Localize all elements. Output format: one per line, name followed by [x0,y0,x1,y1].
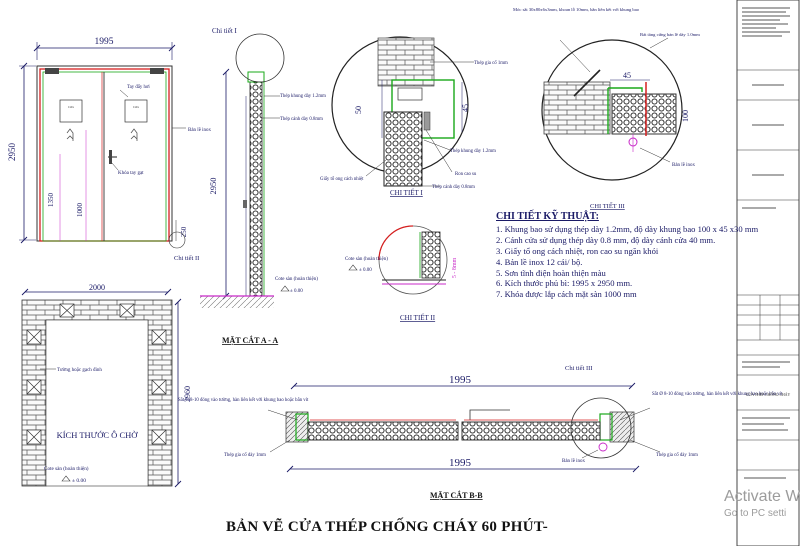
label-canh-cua-aa: Thép cánh dày 0.8mm [280,117,323,122]
label-tay-day-hoi: Tay đẩy hơi [127,84,150,90]
section-aa-height-dim: 2950 [208,178,218,195]
spec-line-5: 5. Sơn tĩnh điện hoàn thiện màu [496,267,606,278]
technical-specs: CHI TIẾT KỸ THUẬT: 1. Khung bao sử dụng … [496,211,759,300]
section-a-a: 2950 Chi tiết I Thép khung dày 1.2mm Thé… [200,27,326,345]
spec-line-6: 6. Kích thước phủ bì: 1995 x 2950 mm. [496,278,633,289]
detail-iii: 45 100 Móc sắt 30x80x6x3mm, khoan lỗ 10m… [513,7,700,210]
note-left-bb: Sắt Ø 8-10 đóng vào tường, hàn liên kết … [178,397,309,403]
detail-ii-dim: 5 - 8mm [452,258,458,279]
spec-line-7: 7. Khóa được lắp cách mặt sàn 1000 mm [496,289,637,300]
level-detail-ii: ± 0.00 [359,268,372,273]
detail-iii-dim-45: 45 [623,71,631,80]
detail-i-dim-50: 50 [354,106,363,114]
opening-width-dim: 2000 [89,283,105,292]
opening-plan: 2000 2960 Tường hoặc gạch đinh KÍCH THƯỚ… [21,283,192,488]
label-khung-bao-aa: Thép khung dày 1.2mm [280,94,326,99]
detail-i-dim-45: 45 [461,104,470,112]
svg-text:Cửa: Cửa [133,105,139,109]
spec-line-4: 4. Bản lề inox 12 cái/ bộ. [496,256,583,267]
label-ron-detail-i: Ron cao su [455,172,477,177]
elevation-1000-dim: 1000 [76,203,84,218]
detail-iii-title: CHI TIẾT III [590,202,625,210]
door-elevation: 1995 2950 Cửa Cửa 1350 1000 250 [7,37,212,262]
svg-text:Sắt Ø 8-10 đóng vào tường, hàn: Sắt Ø 8-10 đóng vào tường, hàn liên kết … [178,397,309,403]
note-moc-sat: Móc sắt 30x80x6x3mm, khoan lỗ 10mm, bắn … [513,7,640,13]
label-gia-co-left-bb: Thép gia cố dày 1mm [224,453,266,458]
section-b-b: 1995 1995 Chi tiết III Sắt Ø 8-10 đóng v… [178,365,783,500]
specs-title: CHI TIẾT KỸ THUẬT: [496,211,599,222]
note-right-bb: Sắt Ø 8-10 đóng vào tường, hàn liên kết … [652,391,783,397]
title-block [736,0,800,546]
label-giay-to-ong-detail-i: Giấy tổ ong cách nhiệt [320,176,364,182]
detail-i-title: CHI TIẾT I [390,189,423,197]
title-block-project: CỬA THÉP CHỐNG CHÁY [746,392,791,397]
section-bb-dim-bottom: 1995 [449,457,472,469]
elevation-height-dim: 2950 [7,143,17,162]
label-ban-le-inox-elevation: Bản lề inox [188,128,212,133]
svg-text:Sắt Ø 8-10 đóng vào tường, hàn: Sắt Ø 8-10 đóng vào tường, hàn liên kết … [652,391,783,397]
section-aa-title: MẶT CẮT A - A [222,335,278,345]
svg-text:Cửa: Cửa [68,105,74,109]
section-bb-title: MẶT CẮT B-B [430,490,483,500]
watermark-line-1: Activate W [724,488,800,505]
note-bat-tang-cung: Bát tăng cứng bản lề dày 1.0mm [640,32,700,37]
activation-watermark: Activate W Go to PC setti [724,488,800,519]
label-cote-san-opening: Cote sàn (hoàn thiện) [44,465,89,472]
detail-ii: 5 - 8mm Cote sàn (hoàn thiện) ± 0.00 CHI… [345,225,458,322]
elevation-1350-dim: 1350 [47,193,55,208]
opening-height-dim: 2960 [183,386,192,402]
label-chi-tiet-i-aa: Chi tiết I [212,27,238,35]
section-bb-dim-top: 1995 [449,374,472,386]
label-chi-tiet-iii-bb: Chi tiết III [565,365,592,372]
elevation-250-dim: 250 [180,226,188,237]
watermark-line-2: Go to PC setti [724,508,787,519]
drawing-title: BẢN VẼ CỬA THÉP CHỐNG CHÁY 60 PHÚT- [226,519,549,535]
elevation-width-dim: 1995 [95,37,114,47]
detail-ii-title: CHI TIẾT II [400,314,436,322]
label-canh-detail-i: Thép cánh dày 0.8mm [432,185,475,190]
label-chi-tiet-ii-elevation: Chi tiết II [174,255,199,262]
spec-line-1: 1. Khung bao sử dụng thép dày 1.2mm, độ … [496,223,759,234]
detail-iii-dim-100: 100 [681,110,690,122]
label-ban-le-inox-detail-iii: Bản lề inox [672,163,696,168]
label-cote-san-aa: Cote sàn (hoàn thiện) [275,277,318,282]
label-tuong-gach: Tường hoặc gạch đinh [57,368,102,373]
level-opening: ± 0.00 [72,478,86,484]
label-cote-san-detail-ii: Cote sàn (hoàn thiện) [345,257,388,262]
spec-line-2: 2. Cánh cửa sử dụng thép dày 0.8 mm, độ … [496,234,716,245]
label-gia-co-detail-i: Thép gia cố 1mm [474,61,508,66]
level-aa: ± 0.00 [290,289,303,294]
label-gia-co-right-bb: Thép gia cố dày 1mm [656,453,698,458]
label-khoa-tay-gat: Khóa tay gạt [118,171,144,176]
svg-text:Móc sắt 30x80x6x3mm, khoan lỗ: Móc sắt 30x80x6x3mm, khoan lỗ 10mm, bắn … [513,7,640,13]
detail-i: 50 45 Thép gia cố 1mm Thép khung dày 1.2… [320,36,508,197]
label-kich-thuoc-o-cho: KÍCH THƯỚC Ô CHỜ [57,430,139,440]
label-khung-detail-i: Thép khung dày 1.2mm [450,149,496,154]
spec-line-3: 3. Giấy tổ ong cách nhiệt, ron cao su ng… [496,245,659,256]
label-ban-le-inox-bb: Bản lề inox [562,459,586,464]
